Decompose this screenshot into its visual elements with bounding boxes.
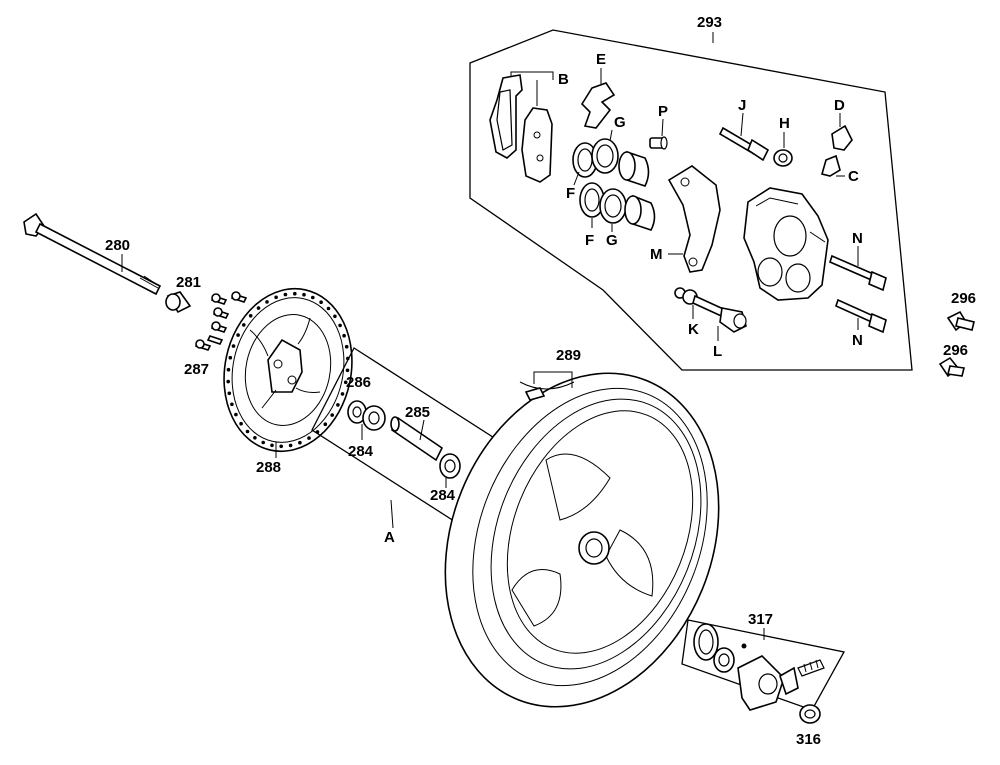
disc-hole [333,314,337,319]
label-m: M [650,246,663,263]
label-296-bottom: 296 [943,342,968,359]
label-b: B [558,71,569,88]
bolt-296-top-part [946,310,975,332]
label-281: 281 [176,274,201,291]
disc-hole [293,291,297,296]
label-p: P [658,103,668,120]
disc-hole [256,306,261,310]
disc-hole [340,392,345,396]
bolt-l-part [692,294,747,341]
disc-hole [342,333,346,338]
disc-hole [230,402,234,407]
label-a: A [384,529,395,546]
label-k: K [688,321,699,338]
disc-hole [326,306,331,311]
disc-hole [344,344,349,349]
disc-hole [245,429,250,434]
disc-hole [239,421,243,426]
disc-hole [227,391,232,396]
label-286: 286 [346,374,371,391]
disc-hole [298,440,302,445]
label-f-bottom: F [585,232,594,249]
label-n-bottom: N [852,332,863,349]
disc-hole [302,292,306,297]
disc-hole [226,379,230,384]
label-g-top: G [614,114,626,131]
disc-hole [253,436,257,440]
disc-hole [236,333,240,337]
disc-hole [279,444,284,449]
pad-spring-part [580,68,616,129]
pin-p-part [649,118,668,150]
disc-hole [336,403,340,407]
disc-hole [265,300,269,304]
label-h: H [779,115,790,132]
disc-hole [283,292,288,297]
disc-hole [343,380,348,385]
disc-hole [274,295,278,300]
disc-hole [311,295,315,300]
disc-hole [242,323,246,327]
brake-disc-part [223,287,353,458]
label-287: 287 [184,361,209,378]
bearing-284-left-part [362,405,386,431]
caliper-body-part [743,187,829,301]
bracket-part [667,165,721,273]
nut-h-part [773,132,793,167]
bleeder-part [821,113,853,177]
bolt-j-part [718,112,770,162]
slide-pin-n-top [829,246,887,292]
label-n-top: N [852,230,863,247]
label-289: 289 [556,347,581,364]
label-c: C [848,168,859,185]
disc-hole [228,355,233,360]
bolt-296-bottom-part [938,356,965,378]
disc-hole [307,436,311,440]
collar-285-part [390,416,444,462]
label-f-top: F [566,185,575,202]
caliper-assembly-group [469,29,913,371]
disc-hole [323,422,328,427]
label-317: 317 [748,611,773,628]
nut-316-part [799,704,821,724]
disc-hole [288,443,293,448]
label-l: L [713,343,722,360]
disc-hole [338,323,342,328]
callout-labels: 293 B E G F F G P J H D C M N N K L 296 … [105,14,976,748]
slide-pin-n-bottom [835,298,887,334]
spacer-part [165,291,192,314]
disc-hole [231,344,236,348]
disc-hole [330,413,335,417]
label-d: D [834,97,845,114]
disc-hole [248,314,253,318]
label-296-top: 296 [951,290,976,307]
label-j: J [738,97,746,114]
axle-part [23,212,162,296]
disc-bolts-part [194,291,248,351]
disc-hole [270,443,274,448]
label-293: 293 [697,14,722,31]
label-280: 280 [105,237,130,254]
disc-hole [234,412,238,417]
label-288: 288 [256,459,281,476]
disc-hole [345,368,350,373]
label-284-left: 284 [348,443,374,460]
disc-hole [319,300,323,305]
piston-seals-top [572,129,650,187]
label-285: 285 [405,404,430,421]
disc-hole [261,440,266,445]
disc-hole [226,367,231,372]
label-284-right: 284 [430,487,456,504]
caliper-assembly-outline [469,29,913,371]
speedo-gear-part [681,619,845,711]
brake-pads-part [489,71,554,183]
label-e: E [596,51,606,68]
piston-seals-bottom [573,171,656,232]
bearing-284-right-part [439,453,461,479]
wheel-part [444,371,720,708]
label-g-bottom: G [606,232,618,249]
label-316: 316 [796,731,821,748]
